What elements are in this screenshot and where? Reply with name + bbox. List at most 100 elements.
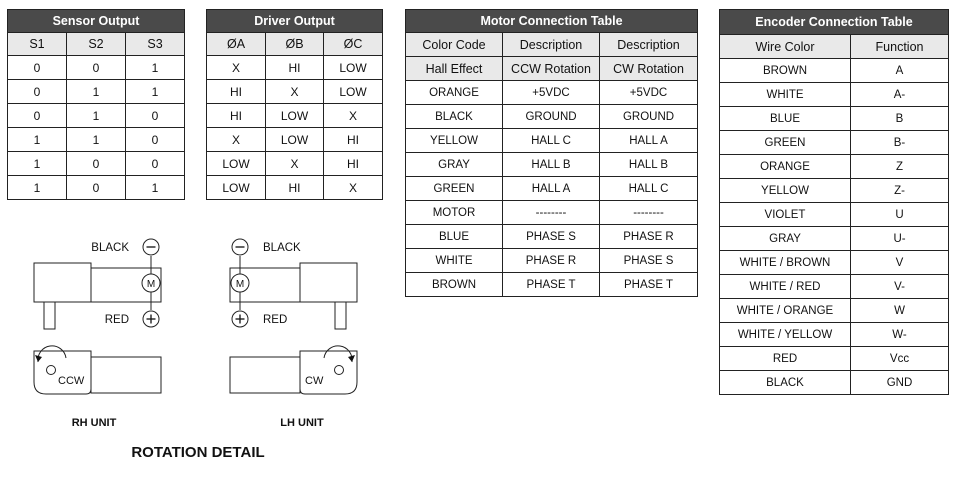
table-cell: HI [323, 151, 383, 176]
lh-black-label: BLACK [263, 242, 301, 254]
rh-red-label: RED [105, 314, 129, 326]
table-cell: WHITE / ORANGE [719, 298, 851, 323]
driver-output-title: Driver Output [206, 9, 383, 33]
table-cell: 0 [7, 55, 67, 80]
table-cell: BROWN [719, 58, 851, 83]
table-cell: LOW [206, 175, 266, 200]
table-cell: V [849, 250, 950, 275]
motor-table-title: Motor Connection Table [404, 9, 699, 33]
table-cell: 0 [7, 103, 67, 128]
table-cell: GRAY [719, 226, 851, 251]
table-cell: HI [323, 127, 383, 152]
table-cell: WHITE / YELLOW [719, 322, 851, 347]
table-cell: GRAY [405, 152, 503, 177]
table-cell: PHASE R [598, 224, 699, 249]
header-s2: S2 [66, 32, 126, 56]
rh-motor-letter: M [147, 279, 155, 290]
table-cell: A [849, 58, 950, 83]
table-cell: GROUND [598, 104, 699, 129]
table-cell: YELLOW [405, 128, 503, 153]
table-cell: ORANGE [719, 154, 851, 179]
subheader-cw-rotation: CW Rotation [598, 56, 699, 81]
table-cell: HALL B [598, 152, 699, 177]
motor-connection-table: Motor Connection Table Color Code Descri… [404, 9, 699, 297]
lh-unit-label: LH UNIT [280, 417, 324, 429]
header-description-cw: Description [598, 32, 699, 57]
lh-motor-icon [230, 273, 250, 293]
table-cell: LOW [206, 151, 266, 176]
table-cell: 1 [124, 175, 186, 200]
table-cell: HI [206, 103, 266, 128]
table-cell: X [206, 55, 266, 80]
subheader-hall-effect: Hall Effect [405, 56, 503, 81]
table-row: MOTOR---------------- [405, 200, 699, 225]
lh-unit-motor [229, 256, 358, 330]
table-cell: Z [849, 154, 950, 179]
header-function: Function [849, 34, 950, 59]
table-cell: BLUE [719, 106, 851, 131]
table-cell: ORANGE [405, 80, 503, 105]
rh-motor-icon [141, 273, 161, 293]
table-cell: PHASE S [598, 248, 699, 273]
table-cell: LOW [265, 103, 324, 128]
table-cell: V- [849, 274, 950, 299]
table-cell: B- [849, 130, 950, 155]
table-cell: GND [849, 370, 950, 395]
table-cell: A- [849, 82, 950, 107]
rh-minus-icon [142, 238, 160, 256]
ccw-label: CCW [58, 375, 85, 387]
rotation-detail-title: ROTATION DETAIL [131, 444, 264, 461]
table-cell: 0 [66, 151, 126, 176]
table-cell: 1 [66, 103, 126, 128]
table-cell: PHASE T [598, 272, 699, 297]
table-cell: BLACK [405, 104, 503, 129]
table-cell: LOW [323, 79, 383, 104]
table-cell: W- [849, 322, 950, 347]
lh-red-label: RED [263, 314, 287, 326]
table-cell: 1 [66, 79, 126, 104]
table-cell: Z- [849, 178, 950, 203]
table-cell: 1 [124, 79, 186, 104]
header-phase-c: ØC [323, 32, 383, 56]
table-cell: +5VDC [502, 80, 600, 105]
table-cell: Vcc [849, 346, 950, 371]
table-cell: BLACK [719, 370, 851, 395]
table-cell: HI [206, 79, 266, 104]
table-cell: 1 [7, 151, 67, 176]
cw-arrow-icon [323, 345, 353, 363]
table-cell: PHASE S [502, 224, 600, 249]
rotation-detail-diagram: M M BLACK RED BLACK RED CCW CW RH UNIT L… [33, 238, 358, 461]
table-cell: BLUE [405, 224, 503, 249]
lh-minus-icon [231, 238, 249, 256]
rh-plus-icon [142, 310, 160, 328]
table-cell: HI [265, 55, 324, 80]
table-cell: MOTOR [405, 200, 503, 225]
table-cell: HALL B [502, 152, 600, 177]
header-color-code: Color Code [405, 32, 503, 57]
table-cell: HALL A [598, 128, 699, 153]
table-row: ORANGE+5VDC+5VDC [405, 80, 699, 105]
table-cell: -------- [502, 200, 600, 225]
table-cell: HI [265, 175, 324, 200]
table-cell: U [849, 202, 950, 227]
